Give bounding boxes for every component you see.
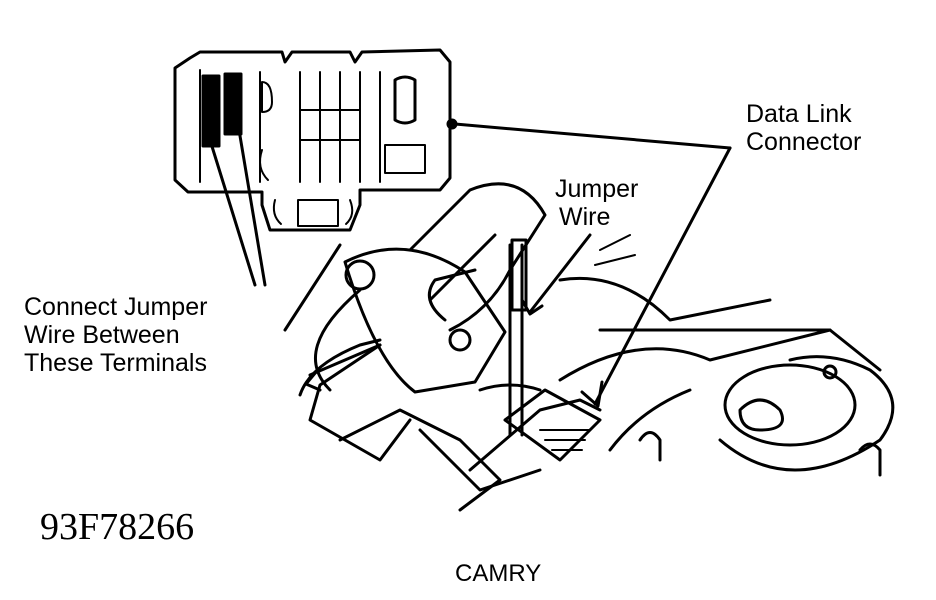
data-link-connector-detail — [173, 48, 458, 232]
figure-code: 93F78266 — [40, 506, 195, 548]
data-link-connector-label: Data Link Connector — [746, 100, 861, 156]
leader-lines — [208, 110, 732, 408]
label-line: Connector — [746, 128, 862, 156]
label-line: Wire Between — [24, 321, 180, 349]
connect-instruction-label: Connect Jumper Wire Between These Termin… — [24, 293, 207, 377]
label-line: Wire — [559, 203, 611, 231]
label-line: Data Link — [746, 100, 852, 128]
engine-bay — [283, 182, 895, 512]
label-line: Jumper — [555, 175, 639, 203]
label-line: These Terminals — [24, 349, 207, 377]
label-line: Connect Jumper — [24, 293, 208, 321]
figure-caption: CAMRY — [455, 560, 542, 587]
jumper-wire-label: Jumper Wire — [555, 175, 638, 231]
